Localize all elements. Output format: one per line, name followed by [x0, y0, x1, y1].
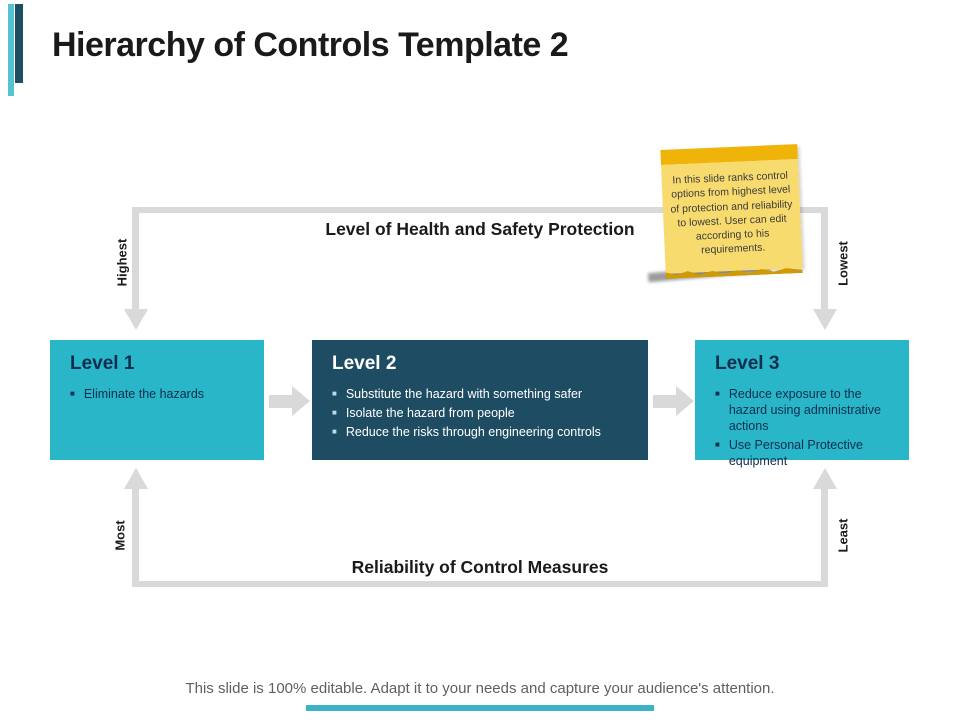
arrow-up-icon: [124, 468, 148, 489]
bottom-bracket-right-shaft: [821, 489, 828, 584]
page-title: Hierarchy of Controls Template 2: [52, 26, 569, 64]
level-1-title: Level 1: [70, 353, 135, 374]
bullet-icon: ■: [332, 427, 337, 436]
arrow-up-icon: [813, 468, 837, 489]
top-bracket-left-shaft: [132, 207, 139, 310]
accent-bar-dark: [15, 4, 23, 83]
least-label: Least: [835, 518, 851, 553]
bullet-item: ■ Use Personal Protective equipment: [715, 437, 891, 469]
bullet-icon: ■: [715, 389, 720, 398]
bullet-icon: ■: [70, 389, 75, 398]
bullet-item: ■ Isolate the hazard from people: [332, 405, 630, 421]
bullet-text: Use Personal Protective equipment: [728, 438, 863, 468]
footer-note: This slide is 100% editable. Adapt it to…: [185, 680, 775, 697]
sticky-note: In this slide ranks control options from…: [660, 144, 802, 274]
arrow-down-icon: [813, 309, 837, 330]
bottom-bracket-left-shaft: [132, 489, 139, 584]
lowest-label: Lowest: [835, 241, 851, 286]
bullet-icon: ■: [332, 389, 337, 398]
bullet-item: ■ Reduce the risks through engineering c…: [332, 424, 630, 440]
bullet-text: Eliminate the hazards: [83, 387, 205, 401]
bottom-bracket-bar: [132, 581, 828, 587]
bottom-axis-label: Reliability of Control Measures: [351, 557, 609, 577]
highest-label: Highest: [114, 238, 130, 287]
level-1-box: Level 1 ■ Eliminate the hazards: [50, 340, 264, 460]
bullet-text: Isolate the hazard from people: [345, 406, 515, 420]
bullet-icon: ■: [715, 440, 720, 449]
level-2-box: Level 2 ■ Substitute the hazard with som…: [312, 340, 648, 460]
bullet-item: ■ Substitute the hazard with something s…: [332, 386, 630, 402]
bullet-item: ■ Eliminate the hazards: [70, 386, 246, 402]
top-bracket-bar: [132, 207, 828, 213]
bullet-text: Reduce the risks through engineering con…: [345, 425, 601, 439]
level-3-box: Level 3 ■ Reduce exposure to the hazard …: [695, 340, 909, 468]
bottom-accent-bar: [306, 705, 654, 711]
top-bracket-right-shaft: [821, 207, 828, 310]
bullet-text: Reduce exposure to the hazard using admi…: [728, 387, 882, 433]
arrow-down-icon: [124, 309, 148, 330]
accent-bar-light: [8, 4, 14, 96]
level-2-title: Level 2: [332, 353, 397, 374]
bullet-icon: ■: [332, 408, 337, 417]
bullet-item: ■ Reduce exposure to the hazard using ad…: [715, 386, 891, 434]
most-label: Most: [112, 520, 128, 551]
sticky-note-text: In this slide ranks control options from…: [661, 159, 803, 274]
level-3-title: Level 3: [715, 353, 780, 374]
bullet-text: Substitute the hazard with something saf…: [345, 387, 583, 401]
top-axis-label: Level of Health and Safety Protection: [325, 219, 635, 239]
